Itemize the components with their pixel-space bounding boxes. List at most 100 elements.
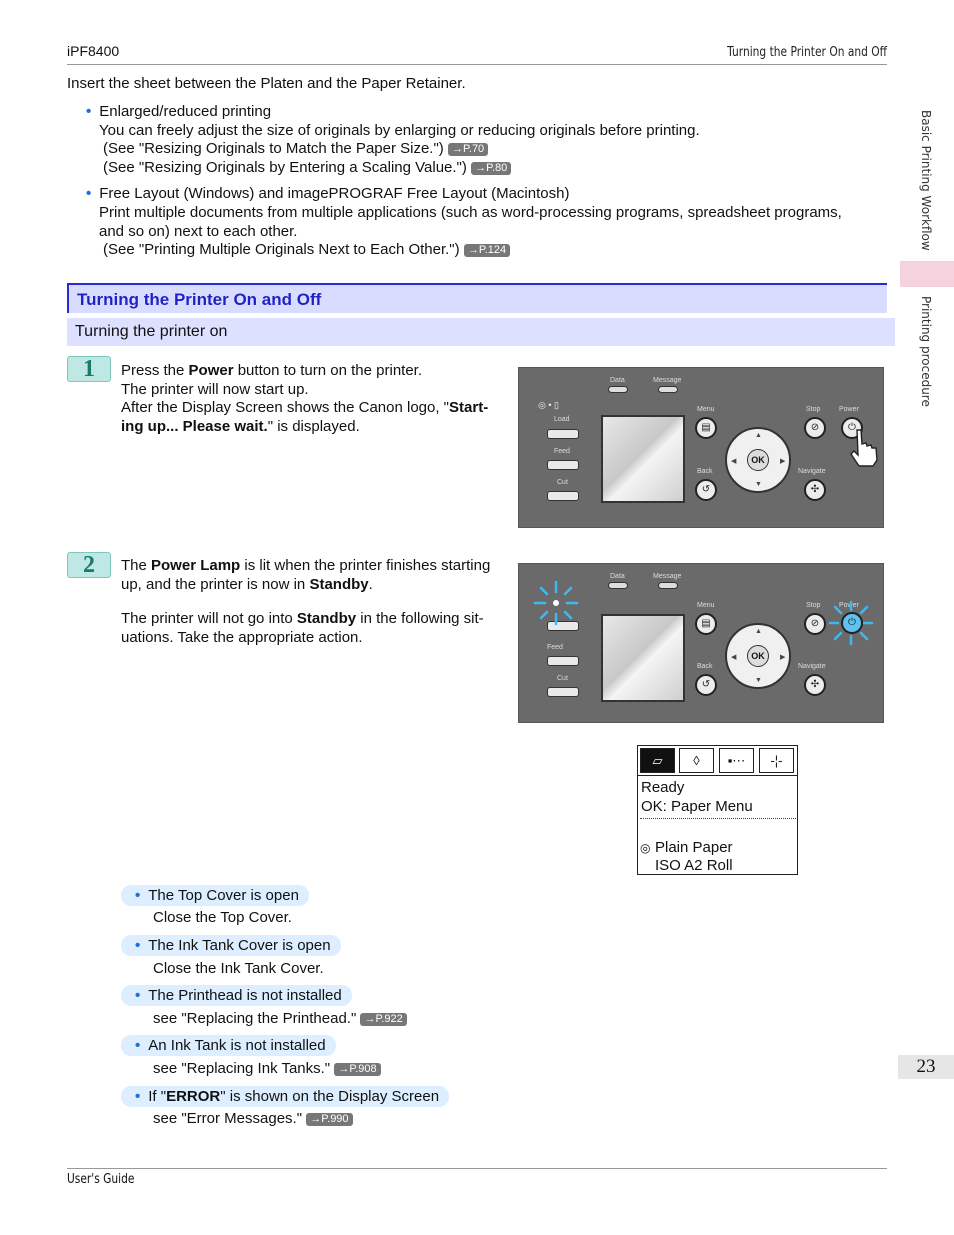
load-label: Load [554, 416, 570, 423]
power-label: Power [839, 406, 859, 413]
step-text: The Power Lamp is lit when the printer f… [121, 556, 490, 575]
bullet-icon: • [135, 1037, 141, 1054]
page-ref-link[interactable]: →P.990 [306, 1113, 353, 1126]
navigate-label: Navigate [798, 663, 826, 670]
feed-button [547, 656, 579, 666]
lit-lamp-icon [533, 580, 579, 626]
page-ref-link[interactable]: →P.124 [463, 244, 511, 257]
load-button [547, 621, 579, 631]
navigate-icon: ✣ [804, 674, 826, 696]
footer-text: User's Guide [67, 1172, 135, 1187]
page-ref-link[interactable]: →P.922 [360, 1013, 407, 1026]
roll-icon: ◎ [640, 841, 651, 855]
stop-icon: ⊘ [804, 613, 826, 635]
sidebar-tab-basic-printing[interactable]: Basic Printing Workflow [919, 110, 933, 251]
page-ref-link[interactable]: →P.908 [334, 1063, 381, 1076]
stop-icon: ⊘ [804, 417, 826, 439]
step-text: After the Display Screen shows the Canon… [121, 398, 488, 417]
condition-body: see "Error Messages." →P.990 [153, 1109, 353, 1128]
control-panel-illustration: Data Message Feed Cut Menu ▤ Back ↺ ▲ ▼ … [518, 563, 884, 723]
condition-text: see "Replacing the Printhead." [153, 1010, 357, 1027]
data-lamp [608, 386, 628, 393]
subsection-title-bar: Turning the printer on [67, 318, 895, 346]
message-label: Message [653, 377, 682, 384]
settings-tab-icon: -¦- [759, 748, 794, 773]
navigate-label: Navigate [798, 468, 826, 475]
menu-icon: ▤ [695, 613, 717, 635]
feature-ref: (See "Printing Multiple Originals Next t… [103, 240, 511, 259]
power-icon: ⏻ [841, 612, 863, 634]
step-number: 1 [67, 356, 111, 382]
header-rule [67, 64, 887, 65]
cut-button [547, 687, 579, 697]
feed-label: Feed [547, 644, 563, 651]
condition-title: " is shown on the Display Screen [220, 1088, 440, 1105]
ok-button: OK [747, 645, 769, 667]
condition-title: The Top Cover is open [148, 887, 299, 904]
navigation-pad: ▲ ▼ ◀ ▶ OK [725, 623, 791, 689]
page-ref-link[interactable]: →P.80 [471, 162, 512, 175]
step-number: 2 [67, 552, 111, 578]
text-bold: Start- [449, 399, 489, 416]
message-lamp [658, 582, 678, 589]
text-bold: Power Lamp [151, 557, 241, 574]
back-icon: ↺ [695, 674, 717, 696]
bullet-icon: • [135, 987, 141, 1004]
stop-label: Stop [806, 602, 821, 609]
data-label: Data [610, 377, 625, 384]
condition-heading: •If "ERROR" is shown on the Display Scre… [121, 1086, 450, 1107]
page-number: 23 [898, 1055, 954, 1079]
condition-text: see "Error Messages." [153, 1110, 303, 1127]
status-text: Ready [641, 779, 685, 796]
sidebar-active-marker [900, 261, 954, 287]
text-bold: Standby [309, 576, 369, 593]
section-title: Turning the Printer On and Off [77, 290, 322, 309]
display-screen [601, 415, 685, 503]
condition-text: see "Replacing Ink Tanks." [153, 1060, 331, 1077]
condition-heading: •The Printhead is not installed [121, 985, 352, 1006]
text: up, and the printer is now in [121, 576, 310, 593]
step-text: The printer will now start up. [121, 381, 309, 398]
step-text: ing up... Please wait." is displayed. [121, 417, 360, 436]
power-lamp-glow-icon [828, 600, 874, 646]
condition-body: Close the Top Cover. [153, 909, 292, 926]
step-text: up, and the printer is now in Standby. [121, 575, 373, 594]
feature-desc: Print multiple documents from multiple a… [99, 204, 842, 221]
message-label: Message [653, 573, 682, 580]
condition-heading: •The Ink Tank Cover is open [121, 935, 341, 956]
condition-title: If " [148, 1088, 167, 1105]
sidebar-tab-printing-procedure[interactable]: Printing procedure [919, 296, 933, 407]
condition-heading: • An Ink Tank is not installed [121, 1035, 336, 1056]
feature-ref: (See "Resizing Originals to Match the Pa… [103, 139, 489, 158]
condition-body: see "Replacing the Printhead." →P.922 [153, 1009, 407, 1028]
feed-button [547, 460, 579, 470]
ok-button: OK [747, 449, 769, 471]
subsection-title: Turning the printer on [75, 323, 228, 340]
media-size: ISO A2 Roll [655, 857, 733, 874]
condition-body: see "Replacing Ink Tanks." →P.908 [153, 1059, 381, 1078]
bullet-icon: • [135, 887, 141, 904]
back-label: Back [697, 663, 713, 670]
condition-title: An Ink Tank is not installed [148, 1037, 326, 1054]
feed-label: Feed [554, 448, 570, 455]
text: The printer will not go into [121, 610, 297, 627]
step-text: uations. Take the appropriate action. [121, 629, 363, 646]
header-product: iPF8400 [67, 43, 120, 59]
text-bold: Power [188, 362, 234, 379]
job-tab-icon: ▪⋯ [719, 748, 754, 773]
menu-label: Menu [697, 602, 715, 609]
section-title-bar: Turning the Printer On and Off [67, 283, 887, 313]
feature-ref: (See "Resizing Originals by Entering a S… [103, 158, 512, 177]
text: After the Display Screen shows the Canon… [121, 399, 450, 416]
media-type: Plain Paper [655, 839, 733, 856]
feature-title: Free Layout (Windows) and imagePROGRAF F… [99, 185, 570, 202]
pointing-hand-icon [850, 429, 878, 467]
power-label: Power [839, 602, 859, 609]
text-bold: ing up... Please wait. [121, 418, 268, 435]
back-icon: ↺ [695, 479, 717, 501]
ink-tab-icon: ◊ [679, 748, 714, 773]
feature-title: Enlarged/reduced printing [99, 103, 272, 120]
display-screen-standby: ▱ ◊ ▪⋯ -¦- Ready OK: Paper Menu ◎ Plain … [637, 745, 798, 875]
page-ref-link[interactable]: →P.70 [447, 143, 489, 156]
load-button [547, 429, 579, 439]
